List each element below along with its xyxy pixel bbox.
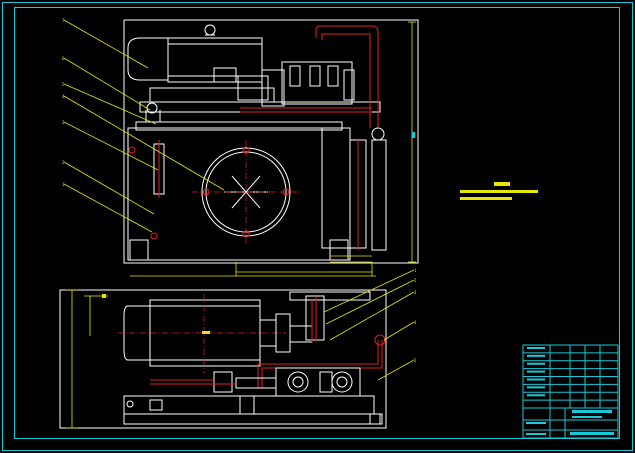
inner-frame bbox=[14, 7, 620, 439]
front-leaders: 7 6 5 4 3 2 1 bbox=[62, 18, 225, 233]
front-dimensions bbox=[130, 21, 416, 277]
balloon-1: 1 bbox=[62, 182, 65, 187]
title-block-cell-text bbox=[527, 370, 545, 373]
top-balloon-2: 2 bbox=[414, 278, 417, 283]
balloon-2: 2 bbox=[62, 160, 65, 165]
balloon-3: 3 bbox=[62, 120, 65, 125]
title-block-designer bbox=[526, 422, 546, 424]
title-block bbox=[522, 344, 619, 439]
balloon-4: 4 bbox=[62, 94, 65, 99]
title-block-school bbox=[570, 432, 614, 435]
title-block-cell-text bbox=[527, 347, 545, 349]
title-block-drawing-name bbox=[572, 410, 612, 413]
notes-line-1-bar bbox=[460, 190, 538, 193]
notes-line-2-bar bbox=[460, 197, 512, 200]
center-mark bbox=[202, 331, 210, 334]
top-balloon-3: 3 bbox=[414, 290, 417, 295]
top-balloon-4: 4 bbox=[414, 320, 417, 325]
top-balloon-5: 5 bbox=[414, 358, 417, 363]
title-block-cell-text bbox=[527, 394, 545, 397]
balloon-5: 5 bbox=[62, 82, 65, 87]
title-block-cell-text bbox=[527, 354, 545, 357]
title-block-cell-text bbox=[527, 386, 545, 389]
top-view: 1 2 3 4 5 bbox=[59, 268, 417, 429]
notes-heading-bar bbox=[494, 182, 510, 186]
balloon-7: 7 bbox=[62, 18, 65, 23]
front-view: 7 6 5 4 3 2 1 bbox=[62, 18, 419, 277]
title-block-code bbox=[572, 416, 602, 418]
title-block-cell-text bbox=[527, 378, 545, 381]
title-block-cell-text bbox=[527, 362, 545, 365]
top-leaders: 1 2 3 4 5 bbox=[323, 268, 417, 381]
top-balloon-1: 1 bbox=[414, 268, 417, 273]
balloon-6: 6 bbox=[62, 56, 65, 61]
technical-notes bbox=[460, 182, 538, 200]
title-block-checker bbox=[526, 433, 546, 435]
dim-marker bbox=[102, 294, 106, 298]
